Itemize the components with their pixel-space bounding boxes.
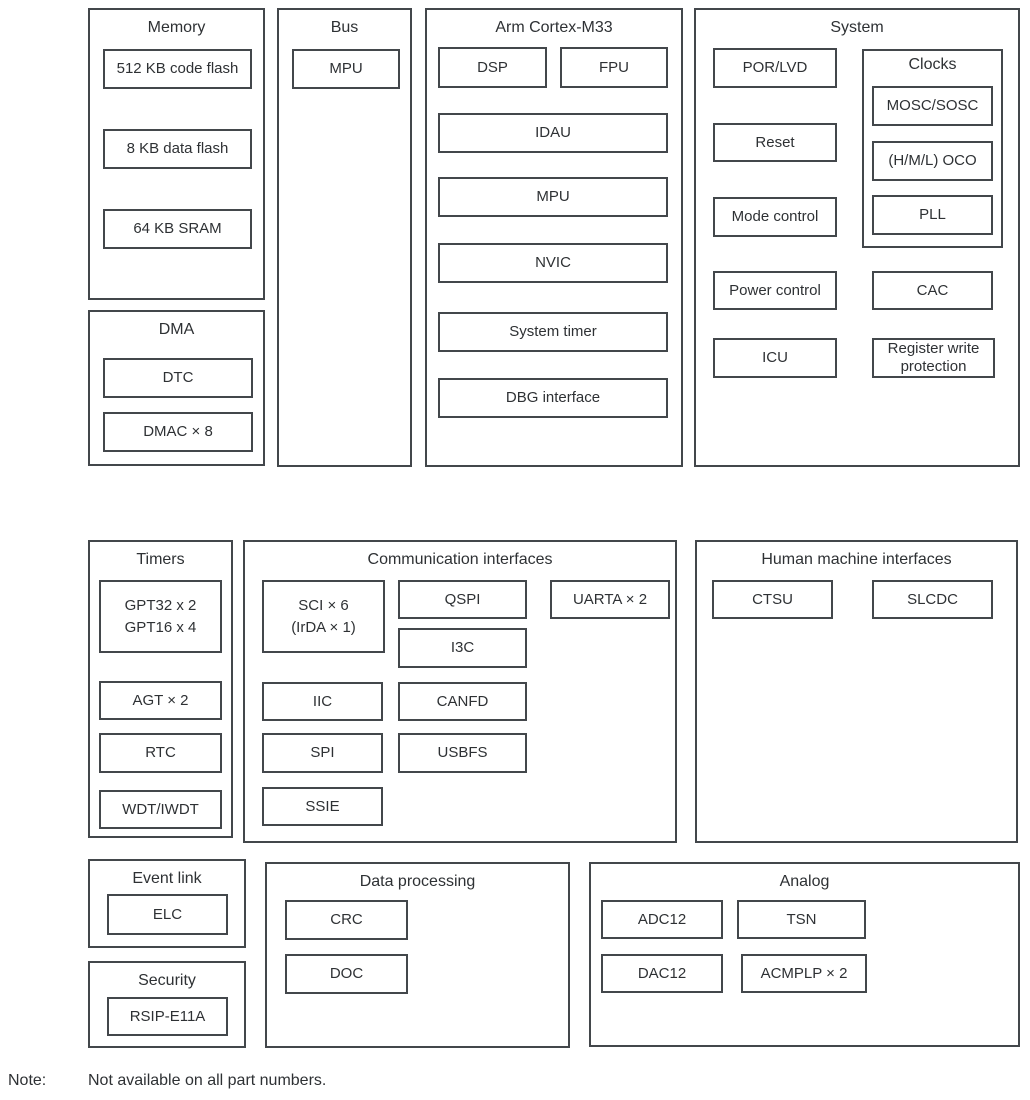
- block-uarta: UARTA × 2: [550, 580, 670, 619]
- block-hml-oco: (H/M/L) OCO: [872, 141, 993, 181]
- block-adc12: ADC12: [601, 900, 723, 939]
- block-fpu: FPU: [560, 47, 668, 88]
- section-human-machine-interfaces: Human machine interfaces CTSU SLCDC: [695, 540, 1018, 843]
- block-sci: SCI × 6 (IrDA × 1): [262, 580, 385, 653]
- block-system-timer: System timer: [438, 312, 668, 352]
- block-bus-mpu: MPU: [292, 49, 400, 89]
- block-register-write-protection: Register write protection: [872, 338, 995, 378]
- section-cortex-title: Arm Cortex-M33: [495, 19, 613, 36]
- block-cac: CAC: [872, 271, 993, 310]
- section-dma-title: DMA: [158, 321, 195, 338]
- block-reset: Reset: [713, 123, 837, 162]
- section-analog-title: Analog: [779, 873, 830, 890]
- block-rtc: RTC: [99, 733, 222, 773]
- block-i3c: I3C: [398, 628, 527, 668]
- block-acmplp: ACMPLP × 2: [741, 954, 867, 993]
- section-memory: Memory 512 KB code flash 8 KB data flash…: [88, 8, 265, 300]
- section-data-processing: Data processing CRC DOC: [265, 862, 570, 1048]
- block-nvic: NVIC: [438, 243, 668, 283]
- block-mosc-sosc: MOSC/SOSC: [872, 86, 993, 126]
- block-dac12: DAC12: [601, 954, 723, 993]
- block-spi: SPI: [262, 733, 383, 773]
- section-event-link: Event link ELC: [88, 859, 246, 948]
- block-crc: CRC: [285, 900, 408, 940]
- section-bus-title: Bus: [330, 19, 359, 36]
- block-idau: IDAU: [438, 113, 668, 153]
- section-timers-title: Timers: [136, 551, 185, 568]
- block-tsn: TSN: [737, 900, 866, 939]
- section-memory-title: Memory: [147, 19, 206, 36]
- block-usbfs: USBFS: [398, 733, 527, 773]
- section-clocks: Clocks MOSC/SOSC (H/M/L) OCO PLL: [862, 49, 1003, 248]
- section-system-title: System: [830, 19, 884, 36]
- block-agt: AGT × 2: [99, 681, 222, 720]
- section-clocks-title: Clocks: [908, 56, 957, 73]
- block-wdt-iwdt: WDT/IWDT: [99, 790, 222, 829]
- note-label: Note:: [8, 1072, 47, 1089]
- block-data-flash: 8 KB data flash: [103, 129, 252, 169]
- block-dbg-interface: DBG interface: [438, 378, 668, 418]
- block-iic: IIC: [262, 682, 383, 721]
- section-system: System POR/LVD Reset Mode control Power …: [694, 8, 1020, 467]
- block-code-flash: 512 KB code flash: [103, 49, 252, 89]
- block-gpt-line1: GPT32 x 2: [124, 596, 197, 614]
- section-arm-cortex-m33: Arm Cortex-M33 DSP FPU IDAU MPU NVIC Sys…: [425, 8, 683, 467]
- block-dtc: DTC: [103, 358, 253, 398]
- section-security-title: Security: [138, 972, 196, 989]
- block-canfd: CANFD: [398, 682, 527, 721]
- section-event-link-title: Event link: [132, 870, 202, 887]
- block-por-lvd: POR/LVD: [713, 48, 837, 88]
- block-qspi: QSPI: [398, 580, 527, 619]
- section-hmi-title: Human machine interfaces: [761, 551, 952, 568]
- block-icu: ICU: [713, 338, 837, 378]
- block-rsip-e11a: RSIP-E11A: [107, 997, 228, 1036]
- section-bus: Bus MPU: [277, 8, 412, 467]
- block-sram: 64 KB SRAM: [103, 209, 252, 249]
- block-elc: ELC: [107, 894, 228, 935]
- block-cortex-mpu: MPU: [438, 177, 668, 217]
- section-dma: DMA DTC DMAC × 8: [88, 310, 265, 466]
- block-sci-line2: (IrDA × 1): [291, 618, 356, 636]
- section-data-processing-title: Data processing: [359, 873, 476, 890]
- block-mode-control: Mode control: [713, 197, 837, 237]
- block-dmac: DMAC × 8: [103, 412, 253, 452]
- block-doc: DOC: [285, 954, 408, 994]
- section-comm-title: Communication interfaces: [367, 551, 553, 568]
- section-security: Security RSIP-E11A: [88, 961, 246, 1048]
- block-dsp: DSP: [438, 47, 547, 88]
- block-pll: PLL: [872, 195, 993, 235]
- note-text: Not available on all part numbers.: [88, 1072, 327, 1089]
- block-sci-line1: SCI × 6: [298, 596, 349, 614]
- block-power-control: Power control: [713, 271, 837, 310]
- section-analog: Analog ADC12 TSN DAC12 ACMPLP × 2: [589, 862, 1020, 1047]
- block-ctsu: CTSU: [712, 580, 833, 619]
- block-ssie: SSIE: [262, 787, 383, 826]
- section-communication-interfaces: Communication interfaces SCI × 6 (IrDA ×…: [243, 540, 677, 843]
- block-slcdc: SLCDC: [872, 580, 993, 619]
- section-timers: Timers GPT32 x 2 GPT16 x 4 AGT × 2 RTC W…: [88, 540, 233, 838]
- block-gpt: GPT32 x 2 GPT16 x 4: [99, 580, 222, 653]
- block-gpt-line2: GPT16 x 4: [124, 618, 197, 636]
